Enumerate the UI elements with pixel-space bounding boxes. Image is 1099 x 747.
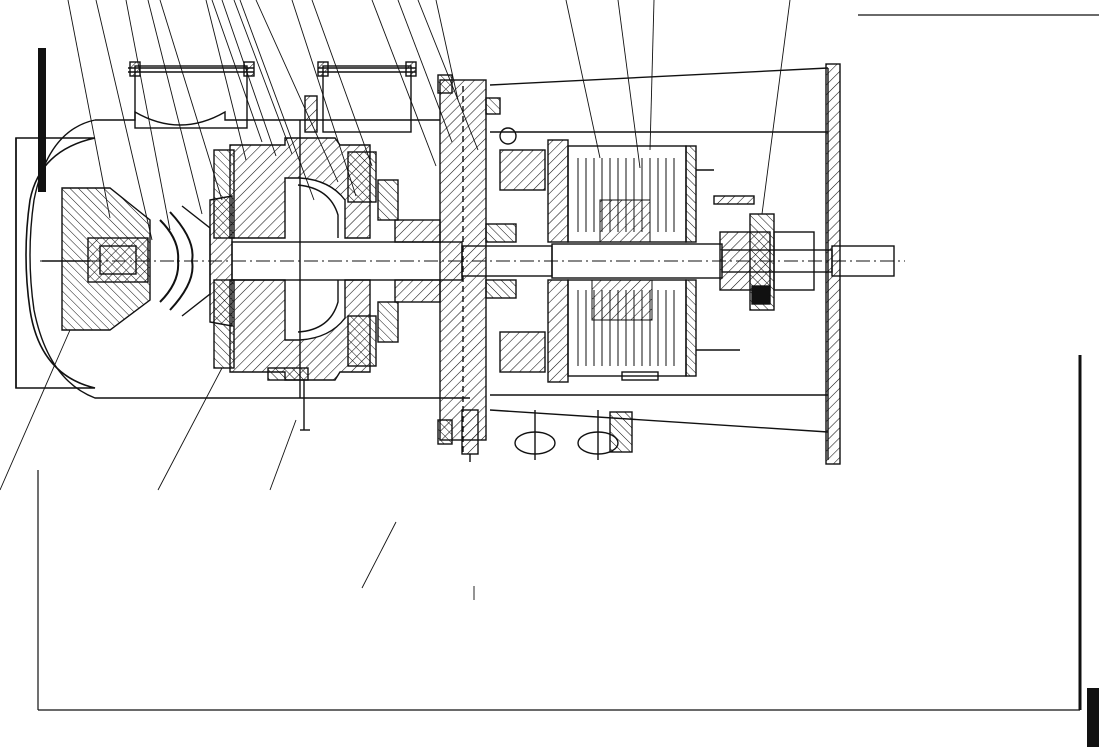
mounting-foot-right (577, 410, 633, 460)
coupling-hub (719, 213, 815, 311)
pump-casing-lower (213, 279, 377, 431)
top-nozzle-right (304, 61, 417, 133)
bellows-housing (547, 139, 755, 383)
margin-bar-left (38, 48, 46, 192)
bellows-upper (577, 158, 675, 243)
mounting-foot-left (514, 410, 556, 460)
seal-assembly (377, 149, 546, 373)
mounting-foot-flange (461, 409, 479, 462)
pump-casing-upper (213, 137, 377, 239)
bellows-lower (577, 279, 675, 366)
margin-bar-bottom-right (1087, 688, 1099, 747)
inlet-head (42, 187, 151, 331)
mid-flange (437, 74, 517, 454)
top-nozzle-left (128, 61, 255, 129)
right-casing (489, 63, 841, 465)
sheet-frame (37, 14, 1099, 711)
leader-lines (0, 0, 791, 600)
